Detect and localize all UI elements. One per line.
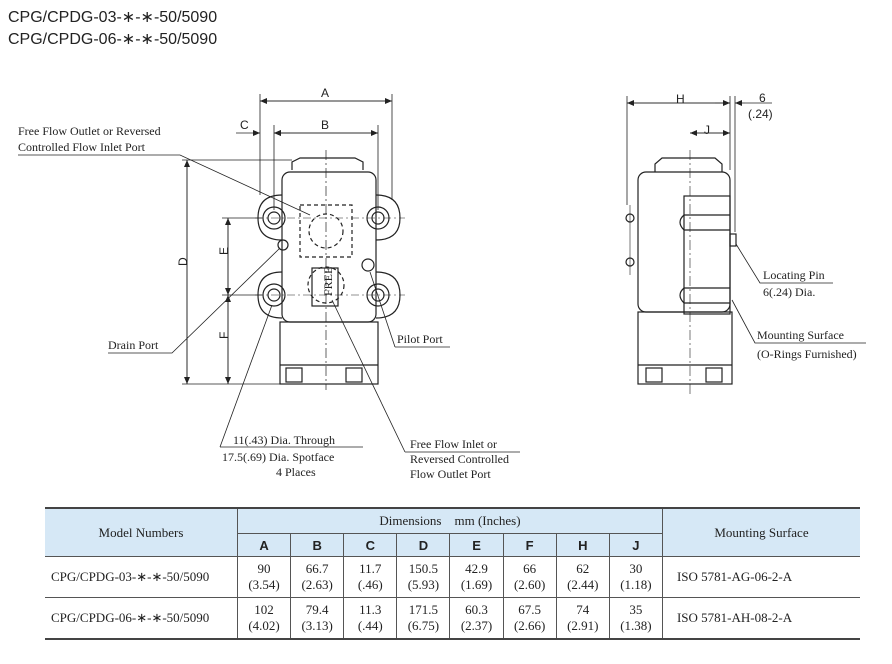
side-dimensions — [626, 96, 772, 232]
dim-cell: 66(2.60) — [502, 556, 557, 598]
hole-spec-line-1: 11(.43) Dia. Through — [233, 433, 335, 447]
side-leaders — [731, 243, 866, 344]
free-flow-inlet-label-3: Flow Outlet Port — [410, 467, 491, 481]
hole-spec-line-2: 17.5(.69) Dia. Spotface — [222, 450, 334, 464]
model-title-line-1: CPG/CPDG-03-∗-∗-50/5090 — [8, 9, 218, 26]
locating-pin-label-2: 6(.24) Dia. — [763, 285, 815, 299]
dim-cell: 67.5(2.66) — [502, 597, 557, 640]
model-title-line-2: CPG/CPDG-06-∗-∗-50/5090 — [8, 31, 218, 48]
header-dim-j: J — [608, 533, 663, 557]
dim-label-d: D — [176, 257, 190, 266]
dim-cell: 11.7(.46) — [343, 556, 398, 598]
dim-cell: 171.5(6.75) — [396, 597, 451, 640]
header-model-numbers: Model Numbers — [45, 507, 238, 557]
dim-cell: 74(2.91) — [555, 597, 610, 640]
dim-label-a: A — [321, 86, 329, 100]
front-leaders — [18, 154, 520, 453]
front-dimensions — [182, 94, 393, 385]
pilot-port-label: Pilot Port — [397, 332, 443, 346]
dim-label-b: B — [321, 118, 329, 132]
mounting-cell: ISO 5781-AG-06-2-A — [661, 556, 860, 598]
drain-port-label: Drain Port — [108, 338, 159, 352]
dim-cell: 60.3(2.37) — [449, 597, 504, 640]
dim-cell: 102(4.02) — [236, 597, 292, 640]
header-dim-b: B — [290, 533, 345, 557]
hole-spec-line-3: 4 Places — [276, 465, 316, 479]
table-header-row: Model Numbers Dimensions mm (Inches) Mou… — [45, 507, 860, 557]
dim-cell: 79.4(3.13) — [290, 597, 345, 640]
dim-label-j: J — [704, 123, 710, 137]
table-row: CPG/CPDG-06-∗-∗-50/5090 102(4.02) 79.4(3… — [45, 597, 860, 640]
dim-cell: 90(3.54) — [236, 556, 292, 598]
model-cell: CPG/CPDG-06-∗-∗-50/5090 — [45, 597, 238, 640]
dim-6-value: 6 — [759, 91, 766, 105]
dim-label-e: E — [217, 247, 231, 255]
free-flow-outlet-label-2: Controlled Flow Inlet Port — [18, 140, 146, 154]
table-row: CPG/CPDG-03-∗-∗-50/5090 90(3.54) 66.7(2.… — [45, 556, 860, 598]
dim-label-h: H — [676, 92, 685, 106]
dim-cell: 11.3(.44) — [343, 597, 398, 640]
header-dim-e: E — [449, 533, 504, 557]
valve-technical-drawing: FREE A B C D E F Free — [18, 86, 866, 481]
header-dim-d: D — [396, 533, 451, 557]
front-view — [255, 150, 405, 390]
mounting-cell: ISO 5781-AH-08-2-A — [661, 597, 860, 640]
free-flow-inlet-label-1: Free Flow Inlet or — [410, 437, 497, 451]
header-dim-a: A — [237, 533, 292, 557]
mounting-surface-label-1: Mounting Surface — [757, 328, 844, 342]
dim-label-c: C — [240, 118, 249, 132]
header-dim-h: H — [555, 533, 610, 557]
side-view — [625, 150, 737, 395]
dim-cell: 62(2.44) — [555, 556, 610, 598]
dimensions-table: Model Numbers Dimensions mm (Inches) Mou… — [45, 507, 860, 640]
header-dimensions: Dimensions mm (Inches) — [236, 507, 663, 534]
header-mounting-surface: Mounting Surface — [661, 507, 860, 557]
dim-cell: 35(1.38) — [608, 597, 663, 640]
dim-cell: 42.9(1.69) — [449, 556, 504, 598]
header-dim-f: F — [502, 533, 557, 557]
dim-cell: 150.5(5.93) — [396, 556, 451, 598]
dim-6-inch: (.24) — [748, 107, 773, 121]
header-dim-c: C — [343, 533, 398, 557]
model-cell: CPG/CPDG-03-∗-∗-50/5090 — [45, 556, 238, 598]
dim-cell: 30(1.18) — [608, 556, 663, 598]
free-flow-inlet-label-2: Reversed Controlled — [410, 452, 509, 466]
dim-label-f: F — [217, 332, 231, 339]
free-flow-outlet-label-1: Free Flow Outlet or Reversed — [18, 124, 161, 138]
locating-pin-label-1: Locating Pin — [763, 268, 825, 282]
mounting-surface-label-2: (O-Rings Furnished) — [757, 347, 857, 361]
free-text: FREE — [321, 267, 335, 296]
dim-cell: 66.7(2.63) — [290, 556, 345, 598]
table-subheader-row: A B C D E F H J — [45, 533, 860, 557]
